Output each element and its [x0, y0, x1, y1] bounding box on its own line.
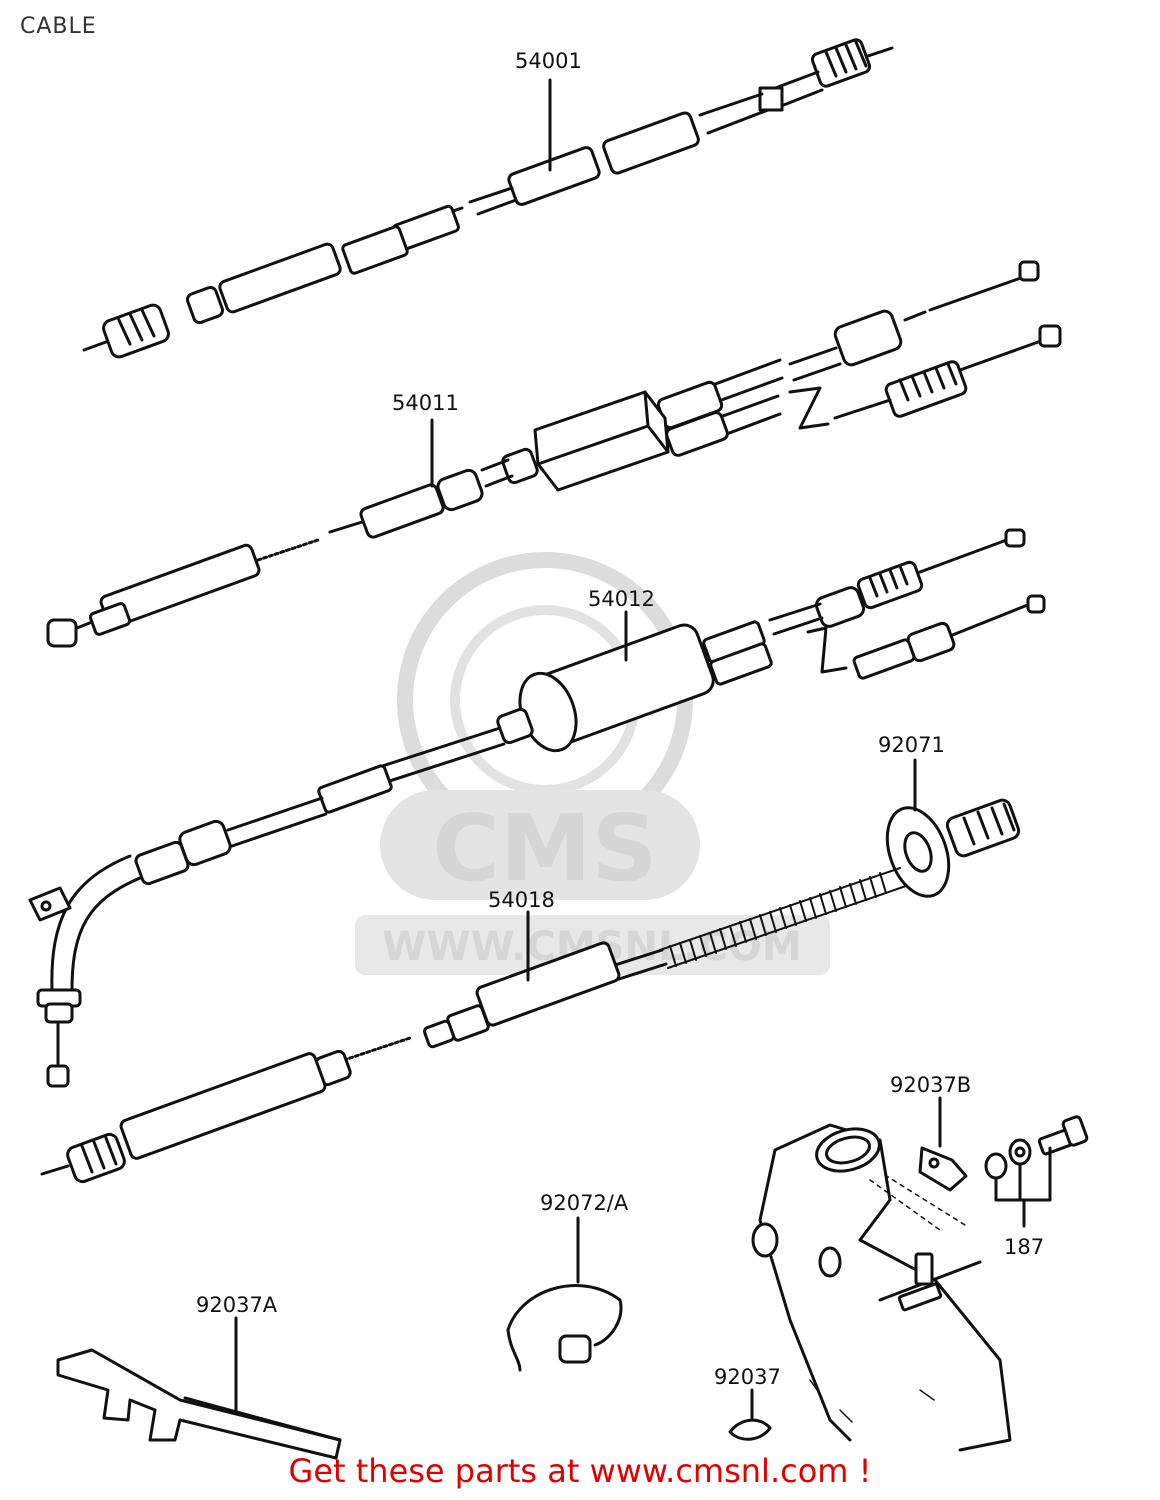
part-92037-clamp — [728, 1388, 772, 1441]
part-54018-cable — [40, 758, 1021, 1184]
part-label-54012: 54012 — [588, 587, 655, 611]
knurled-nut-icon — [102, 303, 170, 359]
frame-detail — [751, 1123, 1012, 1452]
part-label-187: 187 — [1004, 1235, 1044, 1259]
cta-link[interactable]: Get these parts at www.cmsnl.com ! — [288, 1452, 872, 1490]
part-92037A-bracket — [56, 1316, 342, 1460]
watermark-brand: CMS — [432, 795, 657, 902]
part-label-92037: 92037 — [714, 1365, 781, 1389]
part-54011-cable — [46, 260, 1062, 648]
bolt-icon — [1037, 1115, 1089, 1156]
threaded-adjuster-icon — [884, 360, 968, 418]
throttle-junction-icon — [518, 623, 715, 753]
page-title: CABLE — [20, 14, 97, 39]
barrel-end-icon — [46, 618, 78, 648]
threaded-adjuster-icon — [856, 560, 924, 610]
grommet-icon — [885, 806, 951, 898]
spring-icon — [659, 867, 907, 969]
part-label-92037A: 92037A — [196, 1293, 278, 1317]
part-label-54018: 54018 — [488, 888, 555, 912]
junction-box-icon — [533, 390, 670, 492]
part-92037B-clip — [918, 1096, 968, 1192]
part-54001-cable — [82, 38, 894, 359]
part-label-54001: 54001 — [515, 49, 582, 73]
part-54012-cable — [28, 528, 1046, 1088]
part-label-54011: 54011 — [392, 391, 459, 415]
knurled-nut-icon — [945, 798, 1021, 858]
part-92072A-band — [506, 1216, 623, 1372]
knurled-nut-icon — [810, 38, 872, 88]
part-187-hardware — [984, 1115, 1089, 1228]
part-label-92071: 92071 — [878, 733, 945, 757]
part-label-92037B: 92037B — [890, 1073, 971, 1097]
bent-pipe-icon — [28, 854, 142, 992]
part-label-92072A: 92072/A — [540, 1191, 629, 1215]
knurled-nut-icon — [66, 1132, 126, 1184]
